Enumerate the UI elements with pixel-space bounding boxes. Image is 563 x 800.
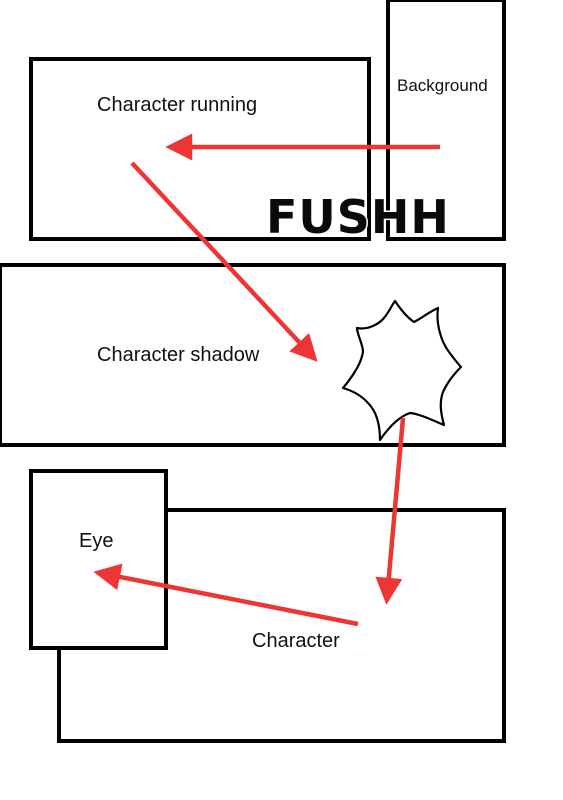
label-character: Character: [252, 630, 340, 652]
splat-shape: [341, 299, 463, 442]
arrow-running-to-shadow: [130, 161, 318, 362]
panel-eye: [29, 469, 168, 650]
label-eye: Eye: [79, 530, 113, 552]
panel-background: [386, 0, 506, 241]
sound-effect-text: FUSHH: [266, 190, 450, 244]
label-character-shadow: Character shadow: [97, 344, 260, 366]
label-character-running: Character running: [97, 94, 257, 116]
arrow-splat-to-character: [375, 417, 406, 605]
label-background: Background: [397, 76, 488, 95]
arrow-character-to-eye: [93, 563, 359, 627]
